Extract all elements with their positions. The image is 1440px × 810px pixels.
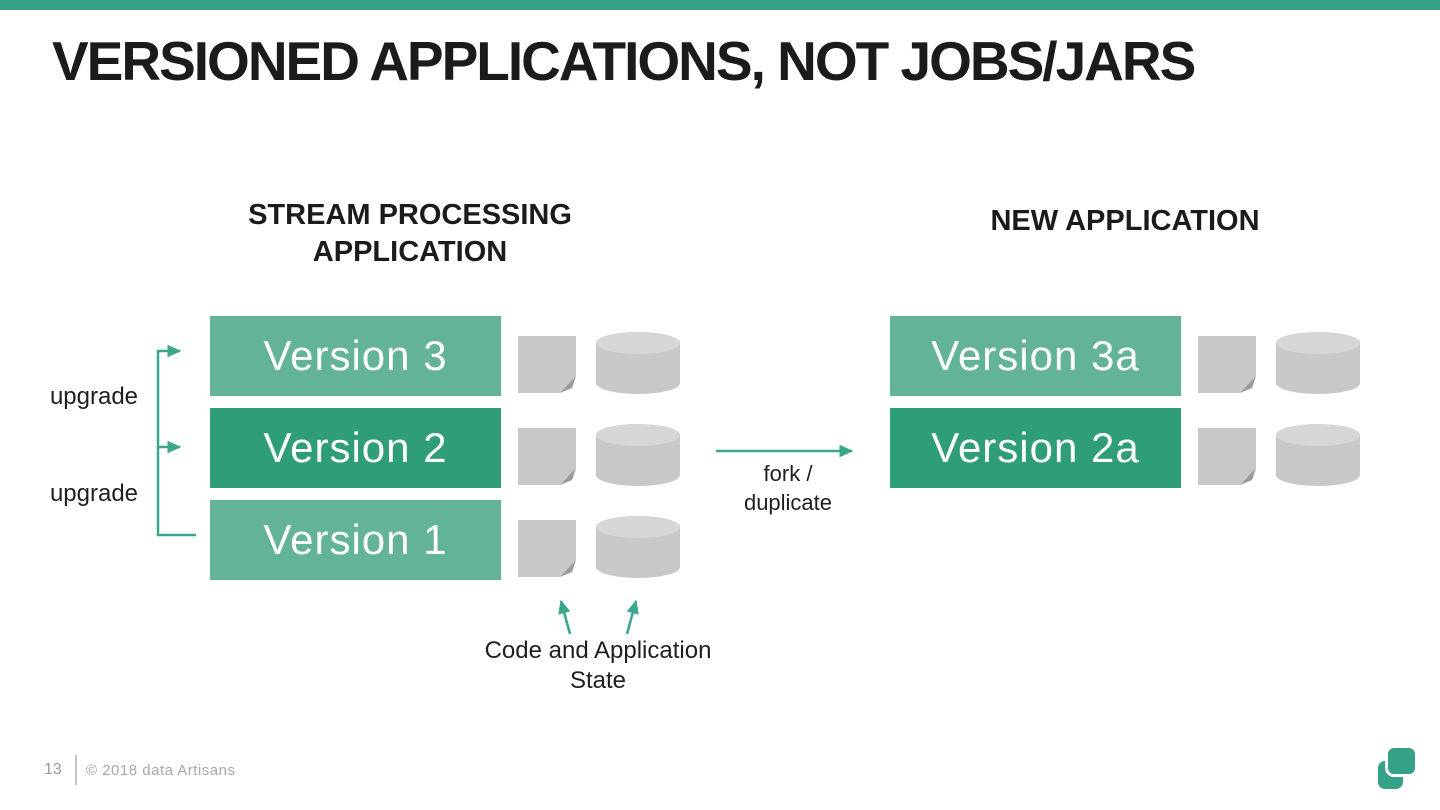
footer-divider [75,755,77,785]
version-box-v3a: Version 3a [890,316,1181,396]
page-title: VERSIONED APPLICATIONS, NOT JOBS/JARS [52,30,1196,92]
database-cylinder-icon [596,332,680,394]
document-icon [518,336,576,393]
database-cylinder-icon [1276,424,1360,486]
version-box-v3: Version 3 [210,316,501,396]
fork-label-line2: duplicate [743,490,833,515]
top-accent-bar [0,0,1440,10]
right-group-heading: NEW APPLICATION [990,205,1260,237]
upgrade-bracket-line [156,344,196,537]
version-box-label: Version 3a [931,332,1140,379]
caption-arrow-left [558,599,572,635]
document-icon [518,428,576,485]
copyright-text: © 2018 data Artisans [86,762,236,779]
page-number: 13 [44,761,62,778]
version-box-v1: Version 1 [210,500,501,580]
caption-line1: Code and Application [484,637,712,664]
database-cylinder-icon [596,516,680,578]
database-cylinder-icon [596,424,680,486]
version-box-v2: Version 2 [210,408,501,488]
database-cylinder-icon [1276,332,1360,394]
version-box-v2a: Version 2a [890,408,1181,488]
fork-duplicate-label: fork / duplicate [703,459,873,517]
upgrade-label: upgrade [49,480,139,507]
caption-line2: State [569,667,627,694]
version-box-label: Version 1 [263,516,448,563]
data-artisans-logo [1377,744,1423,792]
upgrade-label: upgrade [49,383,139,410]
left-heading-line1: STREAM PROCESSING [248,199,572,231]
document-icon [1198,336,1256,393]
logo-square-big [1385,745,1418,777]
version-box-label: Version 2 [263,424,448,471]
version-box-label: Version 2a [931,424,1140,471]
document-icon [518,520,576,577]
left-group-heading: STREAM PROCESSING APPLICATION [185,197,635,271]
caption-arrow-right [625,599,639,635]
fork-label-line1: fork / [763,461,813,486]
document-icon [1198,428,1256,485]
left-heading-line2: APPLICATION [312,236,508,268]
version-box-label: Version 3 [263,332,448,379]
code-and-state-caption: Code and Application State [448,636,748,696]
